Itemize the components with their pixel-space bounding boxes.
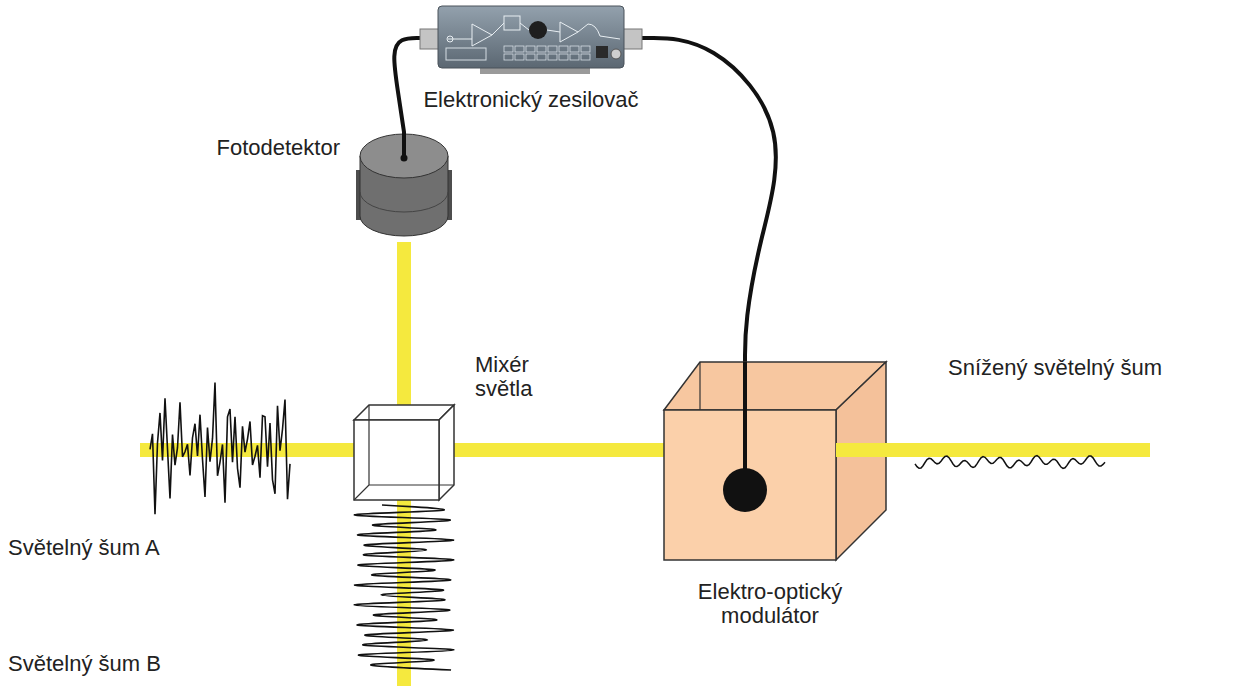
noise-squiggle-b [354,505,454,670]
electrode-connector [723,468,767,512]
node-label: Elektro-optický modulátor [680,580,860,628]
reduced-noise-squiggle [915,456,1105,469]
switch-cell [570,54,579,60]
cube-hidden-edge [354,405,454,500]
light-mixer-cube: Mixér světla [354,405,454,500]
modulator-edge [699,362,700,410]
cube-side [439,405,454,500]
node-label: Fotodetektor [216,136,340,160]
node-outline [354,405,454,500]
switch-cell [526,46,535,52]
signal-label: Světelný šum B [8,652,161,676]
switch-cell [548,46,557,52]
bnc-connector [420,29,440,49]
electro-optic-modulator: Elektro-optický modulátor [664,362,886,562]
switch-cell [537,46,546,52]
light-beam [454,443,664,457]
node-outline [356,132,452,242]
signal-line [448,39,472,40]
node-outline [420,2,642,74]
photodetector: Fotodetektor [356,132,452,242]
switch-cell [515,46,524,52]
switch-cell [581,54,590,60]
node-outline [664,362,886,562]
node-label: Mixér světla [475,353,555,401]
switch-cell [559,54,568,60]
switch-cell [537,54,546,60]
switch-cell [570,46,579,52]
switch-block [596,46,608,58]
switch-cell [559,46,568,52]
modulator-side [836,362,886,560]
bnc-connector [622,29,642,49]
switch-cell [504,54,513,60]
amplifier-device: Elektronický zesilovač [420,2,642,74]
switch-cell [526,54,535,60]
light-beam [397,242,411,405]
signal-cable [642,38,776,362]
modulator-front [664,410,836,560]
switch-cell [504,46,513,52]
filter-symbol [504,16,520,30]
gain-knob [529,21,547,39]
amplifier-symbol [560,22,578,42]
cable-entry [401,155,408,162]
switch-block [446,48,486,60]
node-label: Elektronický zesilovač [423,88,638,112]
signal-cable [394,38,420,132]
signal-label: Snížený světelný šum [948,356,1162,380]
output-light-beam [836,443,1150,457]
input-symbol [447,36,453,42]
detector-ring [360,192,448,212]
signal-line [492,23,620,39]
amplifier-symbol [472,24,492,46]
filter-symbol [588,24,600,36]
noise-squiggle-a [150,383,290,515]
switch-cell [515,54,524,60]
signal-label: Světelný šum A [8,536,160,560]
switch-cell [548,54,557,60]
power-socket [611,49,621,59]
switch-cell [581,46,590,52]
amplifier-housing [438,6,624,68]
cable-entry [743,362,747,482]
cable-entry [402,132,406,158]
